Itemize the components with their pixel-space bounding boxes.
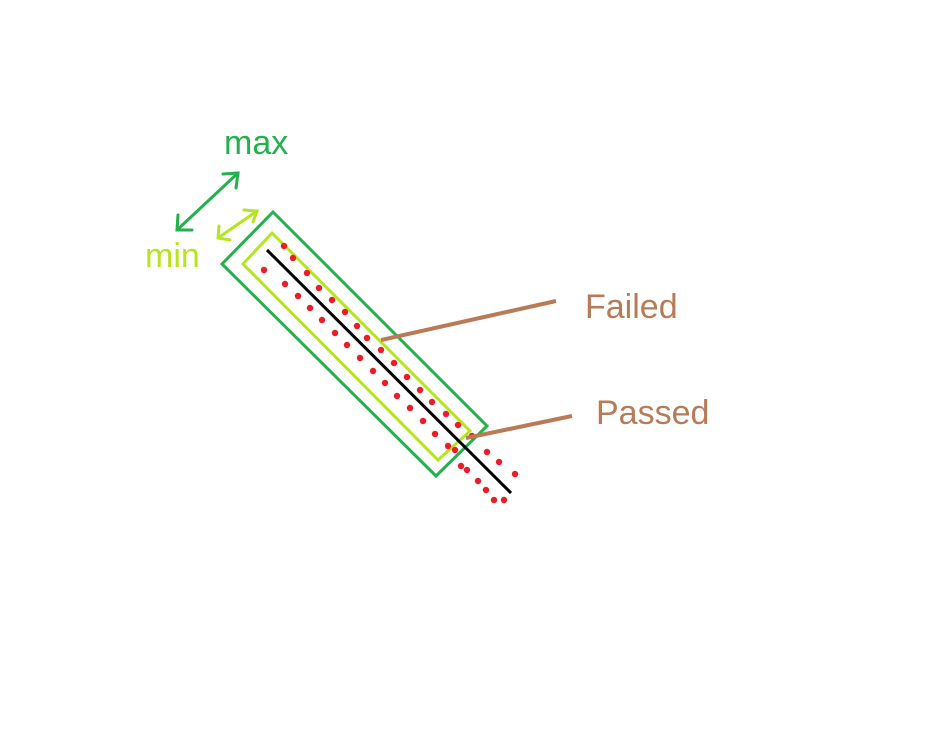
measured-point: [303, 269, 311, 277]
max-tolerance-band: [219, 209, 490, 479]
measured-points: [260, 242, 519, 504]
measured-point: [457, 462, 465, 470]
measured-point: [393, 392, 401, 400]
measured-point: [306, 304, 314, 312]
measured-point: [369, 367, 377, 375]
measured-point: [260, 266, 268, 274]
measured-point: [280, 242, 288, 250]
min-tolerance-band: [240, 230, 473, 463]
measured-point: [343, 341, 351, 349]
measured-point: [500, 496, 508, 504]
measured-point: [381, 379, 389, 387]
min-label: min: [145, 237, 200, 275]
measured-point: [428, 398, 436, 406]
measured-point: [390, 359, 398, 367]
failed-label: Failed: [585, 288, 678, 326]
passed-label: Passed: [596, 394, 709, 432]
measured-point: [353, 322, 361, 330]
measured-point: [463, 466, 471, 474]
measured-point: [483, 448, 491, 456]
reference-line: [265, 248, 513, 495]
max-arrow-icon: [175, 171, 240, 232]
measured-point: [289, 254, 297, 262]
measured-point: [490, 496, 498, 504]
measured-point: [294, 292, 302, 300]
measured-point: [315, 284, 323, 292]
measured-point: [403, 373, 411, 381]
measured-point: [377, 346, 385, 354]
measured-point: [511, 470, 519, 478]
measured-point: [318, 316, 326, 324]
measured-point: [419, 417, 427, 425]
measured-point: [356, 354, 364, 362]
measured-point: [444, 442, 452, 450]
min-arrow-icon: [216, 208, 260, 242]
measured-point: [474, 477, 482, 485]
measured-point: [416, 386, 424, 394]
measured-point: [363, 334, 371, 342]
measured-point: [328, 296, 336, 304]
failed-callout-line: [380, 299, 557, 342]
max-label: max: [224, 124, 288, 162]
measured-point: [431, 430, 439, 438]
measured-point: [482, 486, 490, 494]
measured-point: [406, 404, 414, 412]
measured-point: [442, 410, 450, 418]
passed-callout-line: [465, 414, 573, 440]
measured-point: [495, 458, 503, 466]
measured-point: [331, 329, 339, 337]
measured-point: [341, 308, 349, 316]
measured-point: [451, 446, 459, 454]
measured-point: [454, 421, 462, 429]
measured-point: [281, 280, 289, 288]
